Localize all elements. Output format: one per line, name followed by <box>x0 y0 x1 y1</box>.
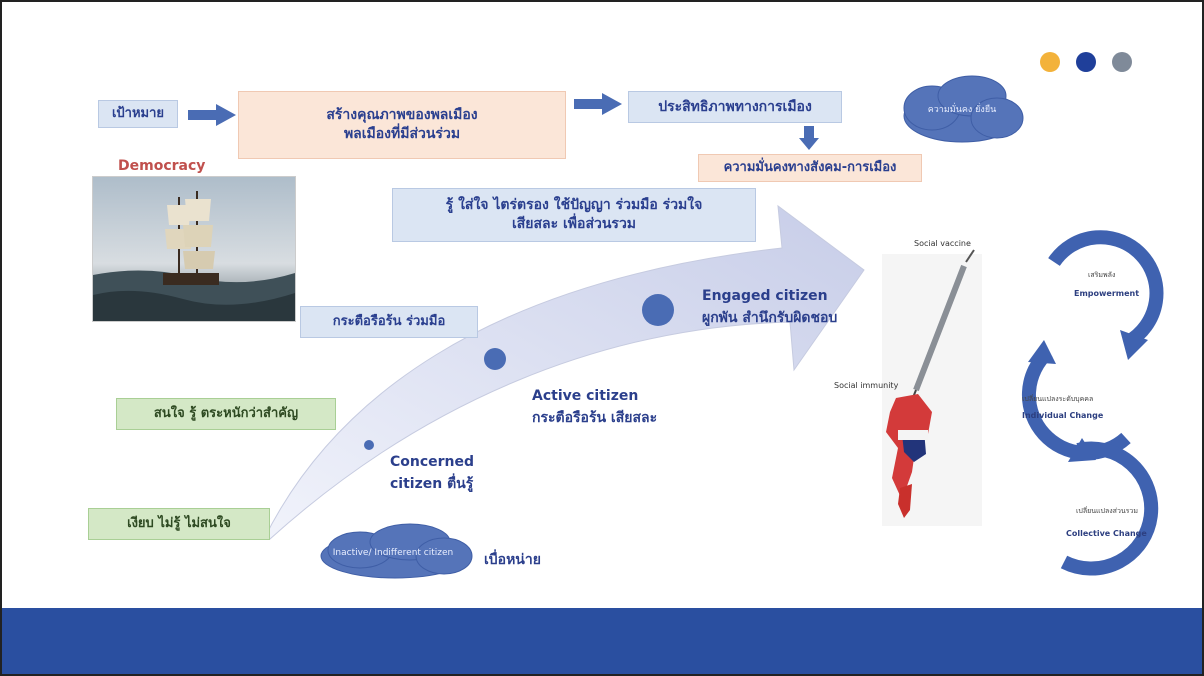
political-efficiency-box: ประสิทธิภาพทางการเมือง <box>628 91 842 123</box>
democracy-title: Democracy <box>118 158 206 174</box>
stage-dot-active <box>484 348 506 370</box>
footer-bar <box>2 608 1202 674</box>
aware-box: สนใจ รู้ ตระหนักว่าสำคัญ <box>116 398 336 430</box>
engaged-line2: ผูกพัน สำนึกรับผิดชอบ <box>702 309 838 326</box>
yellow-dot <box>1040 52 1060 72</box>
active-line1: Active citizen <box>532 388 639 404</box>
bored-label: เบื่อหน่าย <box>484 552 541 568</box>
active-label: Active citizen กระตือรือร้น เสียสละ <box>532 386 657 429</box>
curved-arrow-shape <box>263 204 865 540</box>
virtues-line1: รู้ ใส่ใจ ไตร่ตรอง ใช้ปัญญา ร่วมมือ ร่วม… <box>445 197 703 214</box>
apathetic-box: เงียบ ไม่รู้ ไม่สนใจ <box>88 508 270 540</box>
goal-box-line1: สร้างคุณภาพของพลเมือง <box>326 107 478 124</box>
vaccine-map-illustration <box>882 249 982 526</box>
goal-label: เป้าหมาย <box>98 100 178 128</box>
blue-dot <box>1076 52 1096 72</box>
goal-box: สร้างคุณภาพของพลเมือง พลเมืองที่มีส่วนร่… <box>238 91 566 159</box>
social-vaccine-label: Social vaccine <box>914 239 971 248</box>
change-cycle-diagram <box>1021 230 1164 576</box>
cloud-top <box>903 75 1024 143</box>
social-immunity-label: Social immunity <box>834 381 899 390</box>
engaged-label: Engaged citizen ผูกพัน สำนึกรับผิดชอบ <box>702 286 837 329</box>
gray-dot <box>1112 52 1132 72</box>
stability-box: ความมั่นคงทางสังคม-การเมือง <box>698 154 922 182</box>
empowerment-en: Empowerment <box>1074 289 1140 298</box>
active-line2: กระตือรือร้น เสียสละ <box>532 409 658 426</box>
collective-en: Collective Change <box>1066 529 1147 538</box>
individual-thai: เปลี่ยนแปลงระดับบุคคล <box>1022 395 1094 403</box>
empowerment-thai: เสริมพลัง <box>1088 271 1116 279</box>
individual-en: Individual Change <box>1022 411 1104 420</box>
virtues-box: รู้ ใส่ใจ ไตร่ตรอง ใช้ปัญญา ร่วมมือ ร่วม… <box>392 188 756 242</box>
stage-dot-engaged <box>642 294 674 326</box>
cloud-top-text: ความมั่นคง ยั่งยืน <box>927 104 997 115</box>
virtues-line2: เสียสละ เพื่อส่วนรวม <box>511 216 637 232</box>
cloud-inactive <box>320 523 473 579</box>
engaged-line1: Engaged citizen <box>702 288 828 304</box>
collective-thai: เปลี่ยนแปลงส่วนรวม <box>1076 507 1138 515</box>
enthusiastic-box: กระตือรือร้น ร่วมมือ <box>300 306 478 338</box>
ship-painting <box>92 176 296 322</box>
concerned-label: Concerned citizen ตื่นรู้ <box>390 452 474 495</box>
concerned-line2: citizen ตื่นรู้ <box>390 475 474 492</box>
stage-dot-concerned <box>364 440 374 450</box>
goal-box-line2: พลเมืองที่มีส่วนร่วม <box>343 126 461 142</box>
cloud-inactive-text: Inactive/ Indifferent citizen <box>332 547 454 558</box>
concerned-line1: Concerned <box>390 454 475 470</box>
